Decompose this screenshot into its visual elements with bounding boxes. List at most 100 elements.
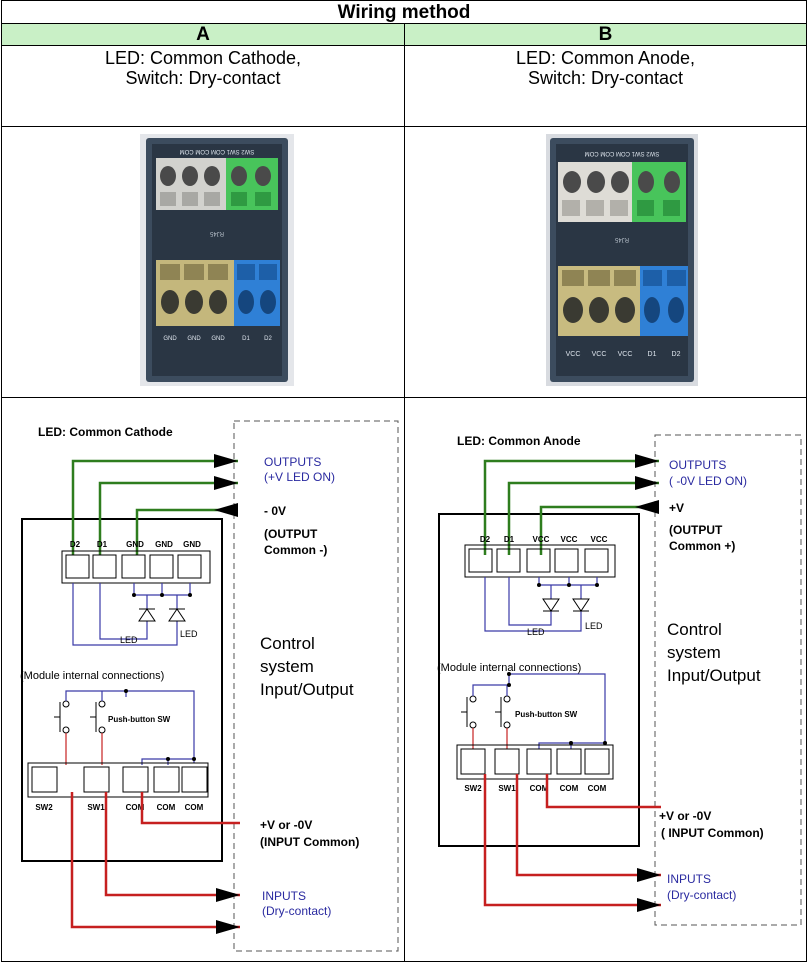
arrow-icon (637, 868, 661, 882)
input-common-voltage: +V or -0V (659, 809, 711, 823)
photo-mid-label: RJ45 (209, 230, 224, 236)
photo-top-label: SW2 SW1 COM COM COM (585, 150, 660, 156)
arrow-icon (635, 476, 659, 490)
pin-label: SW1 (87, 803, 105, 812)
output-common-label: (OUTPUT (264, 527, 318, 541)
pin-label: SW1 (498, 784, 516, 793)
inputs-label: INPUTS (262, 889, 306, 903)
led-heading: LED: Common Anode (457, 434, 581, 448)
control-system-label: Input/Output (667, 666, 761, 685)
inputs-sub-label: (Dry-contact) (262, 904, 331, 918)
input-common-label: ( INPUT Common) (661, 826, 764, 840)
column-description-a: LED: Common Cathode, Switch: Dry-contact (1, 45, 405, 127)
outputs-label: OUTPUTS (264, 455, 321, 469)
pin-label: VCC (591, 535, 608, 544)
pin-label: SW2 (464, 784, 482, 793)
column-description-b: LED: Common Anode, Switch: Dry-contact (404, 45, 807, 127)
column-header-a: A (1, 23, 405, 46)
outputs-sub-label: ( -0V LED ON) (669, 474, 747, 488)
output-wires (483, 459, 659, 555)
photo-pin-label: D2 (672, 351, 681, 358)
photo-mid-label: RJ45 (614, 236, 629, 242)
led-label: LED (180, 629, 198, 639)
internal-connections-label: (Module internal connections) (20, 670, 164, 682)
arrow-icon (216, 920, 240, 934)
input-common-voltage: +V or -0V (260, 818, 312, 832)
column-header-b: B (404, 23, 807, 46)
internal-connections-label: (Module internal connections) (437, 662, 581, 674)
led-label: LED (120, 635, 138, 645)
photo-top-label: SW2 SW1 COM COM COM (180, 148, 255, 154)
module-box (21, 518, 223, 862)
photo-pin-label: GND (187, 336, 201, 342)
pin-label: D1 (504, 535, 515, 544)
inputs-sub-label: (Dry-contact) (667, 888, 736, 902)
arrow-icon (214, 503, 238, 517)
pin-label: GND (155, 540, 173, 549)
input-wires (70, 792, 240, 929)
photo-pin-label: GND (211, 336, 225, 342)
pin-label: D2 (70, 540, 81, 549)
control-system-box (233, 420, 399, 952)
pin-label: D2 (480, 535, 491, 544)
control-system-label: system (260, 657, 314, 676)
photo-pin-label: D2 (264, 336, 272, 342)
arrow-icon (635, 454, 659, 468)
push-button-label: Push-button SW (515, 710, 578, 719)
photo-pin-label: D1 (242, 336, 250, 342)
bottom-terminal-strip (456, 744, 614, 780)
wiring-diagram-b: LED: Common Anode OUTPUTS ( -0V LED ON) … (437, 434, 802, 926)
control-system-label: Input/Output (260, 680, 354, 699)
pin-label: COM (530, 784, 549, 793)
module-box (438, 513, 640, 847)
arrow-icon (214, 476, 238, 490)
photo-pin-label: VCC (618, 351, 633, 358)
output-common-label: Common +) (669, 539, 735, 553)
pin-label: GND (126, 540, 144, 549)
top-terminal-strip (464, 544, 616, 578)
led-icon (138, 608, 186, 622)
photo-pin-label: VCC (592, 351, 607, 358)
pin-label: VCC (561, 535, 578, 544)
pin-label: COM (126, 803, 145, 812)
arrow-icon (216, 888, 240, 902)
control-system-box (654, 434, 802, 926)
wiring-diagram-a: LED: Common Cathode OUTPUTS (+V LED ON) … (20, 420, 399, 952)
table-title: Wiring method (1, 0, 807, 24)
input-wires (483, 774, 661, 907)
arrow-icon (214, 454, 238, 468)
push-button-label: Push-button SW (108, 715, 171, 724)
pin-label: COM (157, 803, 176, 812)
arrow-icon (637, 898, 661, 912)
output-common-label: Common -) (264, 543, 327, 557)
pin-label: COM (560, 784, 579, 793)
bottom-terminal-strip (27, 762, 209, 798)
pin-label: COM (588, 784, 607, 793)
led-icon (542, 598, 590, 612)
pin-label: GND (183, 540, 201, 549)
pin-label: VCC (533, 535, 550, 544)
arrow-icon (635, 500, 659, 514)
led-label: LED (585, 621, 603, 631)
input-common-label: (INPUT Common) (260, 835, 359, 849)
led-heading: LED: Common Cathode (38, 425, 173, 439)
description-line-2: Switch: Dry-contact (125, 68, 281, 88)
photo-pin-label: GND (163, 336, 177, 342)
output-common-label: (OUTPUT (669, 523, 723, 537)
outputs-label: OUTPUTS (669, 458, 726, 472)
output-wires (71, 459, 238, 555)
inputs-label: INPUTS (667, 872, 711, 886)
description-line-2: Switch: Dry-contact (527, 68, 684, 88)
photo-pin-label: D1 (648, 351, 657, 358)
top-terminal-strip (61, 550, 211, 584)
terminal-block-photo-b: SW2 SW1 COM COM COM RJ45 VCC VCC VCC D1 … (546, 134, 698, 386)
description-line-1: LED: Common Anode, (515, 48, 696, 68)
control-system-label: Control (260, 634, 315, 653)
control-system-label: Control (667, 620, 722, 639)
output-common-voltage: +V (669, 501, 684, 515)
photo-pin-label: VCC (566, 351, 581, 358)
outputs-sub-label: (+V LED ON) (264, 470, 335, 484)
led-label: LED (527, 627, 545, 637)
terminal-block-photo-a: SW2 SW1 COM COM COM RJ45 GND GND GND D1 … (140, 134, 294, 386)
